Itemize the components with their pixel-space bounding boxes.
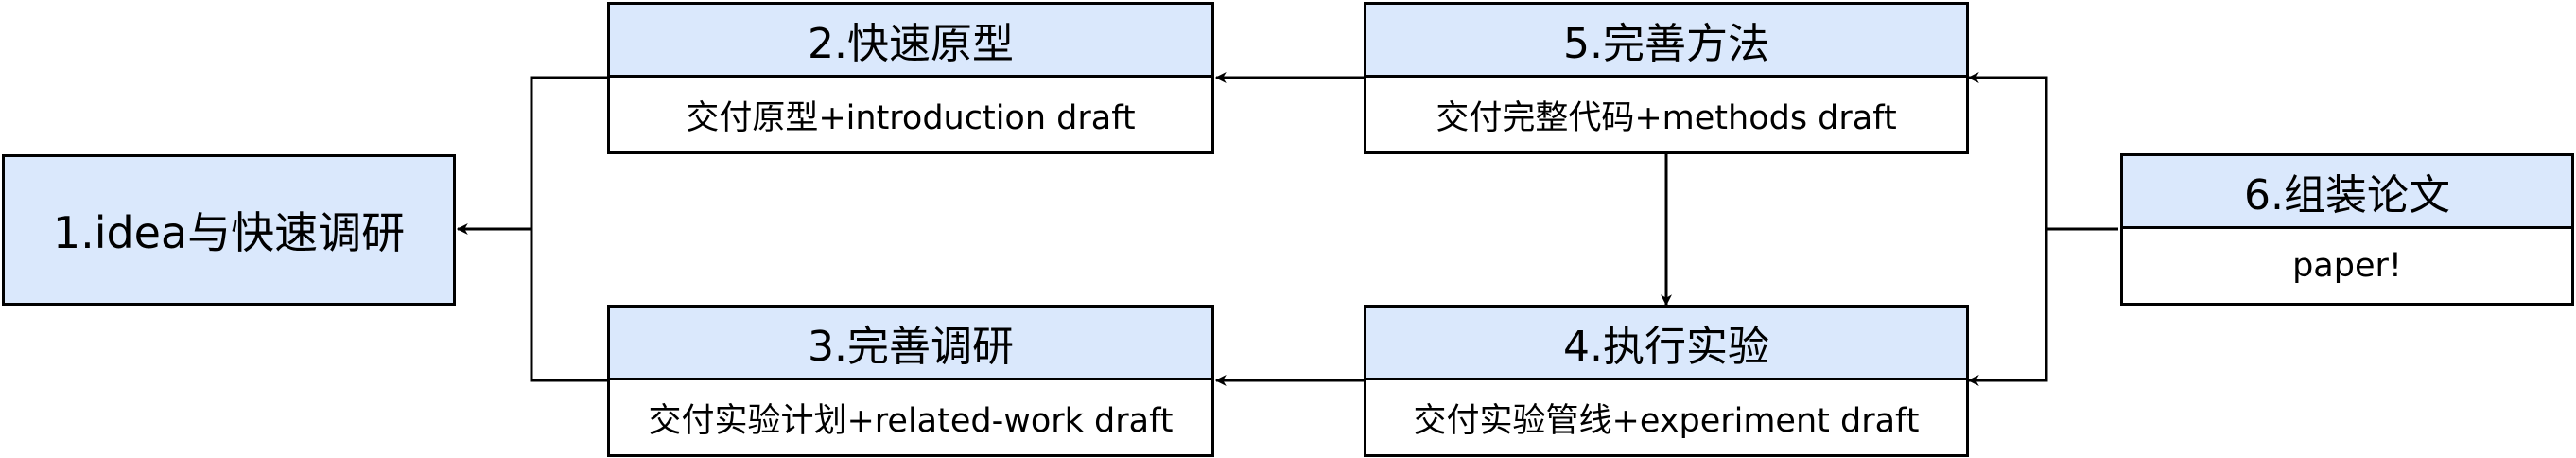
node-2-header: 2.快速原型 (607, 2, 1214, 78)
node-4-body: 交付实验管线+experiment draft (1364, 378, 1969, 457)
node-1-title: 1.idea与快速调研 (52, 207, 406, 258)
node-4-deliverable: 交付实验管线+experiment draft (1413, 401, 1920, 440)
node-5-body: 交付完整代码+methods draft (1364, 75, 1969, 154)
node-3-deliverable: 交付实验计划+related-work draft (648, 401, 1174, 440)
node-6-title: 6.组装论文 (2244, 171, 2450, 220)
node-4-title: 4.执行实验 (1563, 323, 1769, 371)
node-4-header: 4.执行实验 (1364, 305, 1969, 380)
edge-2-to-1 (456, 76, 607, 235)
node-6-deliverable: paper! (2292, 247, 2402, 285)
edge-3-to-1 (530, 229, 607, 382)
edge-6-to-4 (1967, 229, 2048, 386)
node-6-body: paper! (2120, 226, 2574, 306)
node-3-header: 3.完善调研 (607, 305, 1214, 380)
node-1-idea: 1.idea与快速调研 (2, 154, 456, 306)
edge-6-to-5 (1967, 72, 2118, 231)
node-5-header: 5.完善方法 (1364, 2, 1969, 78)
node-2-body: 交付原型+introduction draft (607, 75, 1214, 154)
node-5-title: 5.完善方法 (1563, 20, 1769, 68)
node-3-title: 3.完善调研 (808, 323, 1014, 371)
node-3-body: 交付实验计划+related-work draft (607, 378, 1214, 457)
node-6-header: 6.组装论文 (2120, 153, 2574, 229)
node-5-deliverable: 交付完整代码+methods draft (1436, 98, 1897, 137)
node-2-title: 2.快速原型 (808, 20, 1014, 68)
node-2-deliverable: 交付原型+introduction draft (686, 98, 1136, 137)
